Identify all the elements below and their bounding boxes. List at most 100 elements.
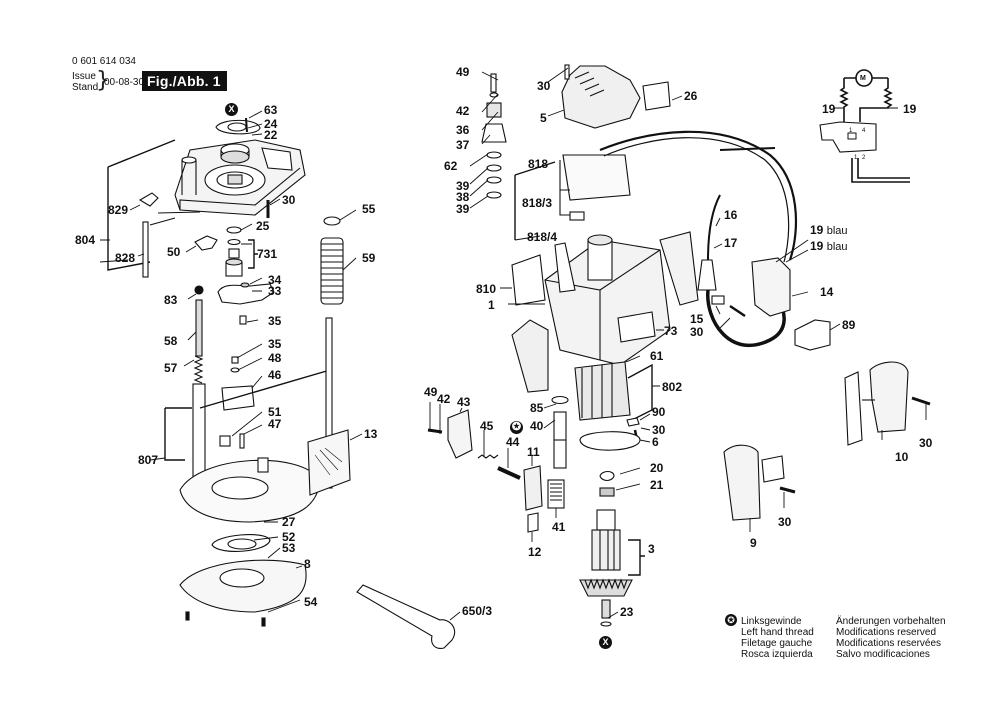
label-26: 26 [684, 89, 698, 103]
label-62: 62 [444, 159, 458, 173]
issue-date: 00-08-30 [104, 77, 145, 88]
label-11: 11 [527, 445, 540, 459]
label-30: 30 [282, 193, 296, 207]
x-marker-top: X [225, 103, 238, 116]
label-49: 49 [456, 65, 470, 79]
label-30c: 30 [652, 423, 666, 437]
label-90: 90 [652, 405, 666, 419]
legend-line: Änderungen vorbehalten [836, 616, 946, 627]
label-3: 3 [648, 542, 655, 556]
label-21: 21 [650, 478, 664, 492]
label-51: 51 [268, 405, 282, 419]
label-20: 20 [650, 461, 664, 475]
label-46: 46 [268, 368, 282, 382]
label-16: 16 [724, 208, 738, 222]
label-41: 41 [552, 520, 566, 534]
issue-stand-labels: Issue Stand [72, 71, 98, 93]
label-52: 52 [282, 530, 296, 544]
label-35: 35 [268, 314, 282, 328]
label-39: 39 [456, 179, 470, 193]
label-22: 22 [264, 128, 278, 142]
label-828: 828 [115, 251, 136, 265]
legend-modifications: Änderungen vorbehalten Modifications res… [836, 616, 946, 660]
legend-line: Left hand thread [741, 627, 814, 638]
label-47: 47 [268, 417, 282, 431]
label-807: 807 [138, 453, 159, 467]
label-731: 731 [257, 247, 278, 261]
handle-9 [723, 444, 761, 521]
brace-glyph: } [96, 68, 110, 93]
label-48: 48 [268, 351, 282, 365]
label-38: 38 [456, 190, 470, 204]
label-30d: 30 [690, 325, 704, 339]
label-40: 40 [530, 419, 544, 433]
label-55: 55 [362, 202, 376, 216]
wiring-label-19-left: 19 [822, 102, 836, 116]
label-63: 63 [264, 103, 278, 117]
left-hand-thread-icon: ✪ [725, 614, 737, 626]
top-housing-part [174, 117, 306, 216]
wiring-schematic [819, 69, 910, 183]
label-19-blau-b: 19 blau [810, 240, 848, 253]
label-57: 57 [164, 361, 178, 375]
legend-line: Linksgewinde [741, 616, 802, 627]
label-15: 15 [690, 312, 704, 326]
bracket-804 [107, 139, 176, 271]
legend-line: Salvo modificaciones [836, 649, 930, 660]
label-17: 17 [724, 236, 738, 250]
bellows-59 [320, 237, 344, 305]
switch-terminal-1: 1 [849, 128, 853, 134]
label-39b: 39 [456, 202, 470, 216]
label-1: 1 [488, 298, 495, 312]
label-36: 36 [456, 123, 470, 137]
label-8: 8 [304, 557, 311, 571]
label-53: 53 [282, 541, 296, 555]
label-42: 42 [456, 104, 470, 118]
armature-3 [591, 529, 621, 571]
label-829: 829 [108, 203, 129, 217]
figure-label: Fig./Abb. 1 [142, 71, 227, 91]
label-804: 804 [75, 233, 96, 247]
label-50: 50 [167, 245, 181, 259]
label-818: 818 [528, 157, 549, 171]
wrench-650-3 [356, 584, 456, 649]
legend-line: Filetage gauche [741, 638, 813, 649]
label-13: 13 [364, 427, 378, 441]
x-marker-bottom: X [599, 636, 612, 649]
legend-line: Modifications reserved [836, 627, 937, 638]
label-12: 12 [528, 545, 542, 559]
label-54: 54 [304, 595, 318, 609]
wiring-label-19-right: 19 [903, 102, 917, 116]
switch-terminal-1b: 1 [854, 155, 858, 161]
label-34: 34 [268, 273, 282, 287]
label-89: 89 [842, 318, 856, 332]
label-27: 27 [282, 515, 296, 529]
label-25: 25 [256, 219, 270, 233]
left-hand-thread-marker: ✪ [510, 421, 523, 434]
stand-label: Stand [72, 82, 99, 93]
pin-828 [142, 221, 149, 278]
part-number: 0 601 614 034 [72, 56, 136, 67]
label-810: 810 [476, 282, 497, 296]
legend-line: Modifications reservées [836, 638, 942, 649]
switch-terminal-4: 4 [862, 128, 866, 134]
label-43: 43 [457, 395, 471, 409]
label-59: 59 [362, 251, 376, 265]
issue-label: Issue [72, 71, 96, 82]
label-61: 61 [650, 349, 664, 363]
motor-symbol-label: M [860, 75, 866, 82]
label-19b-color: blau [826, 241, 848, 253]
switch-terminal-2: 2 [862, 155, 866, 161]
switch-14 [751, 257, 791, 317]
label-818-3: 818/3 [522, 196, 553, 210]
label-818-4: 818/4 [527, 230, 558, 244]
legend-left-hand-thread: Linksgewinde Left hand thread Filetage g… [741, 616, 814, 660]
label-30e: 30 [919, 436, 933, 450]
legend-line: Rosca izquierda [741, 649, 813, 660]
label-650-3: 650/3 [462, 604, 493, 618]
label-10: 10 [895, 450, 909, 464]
label-19a-color: blau [826, 225, 848, 237]
label-37: 37 [456, 138, 470, 152]
